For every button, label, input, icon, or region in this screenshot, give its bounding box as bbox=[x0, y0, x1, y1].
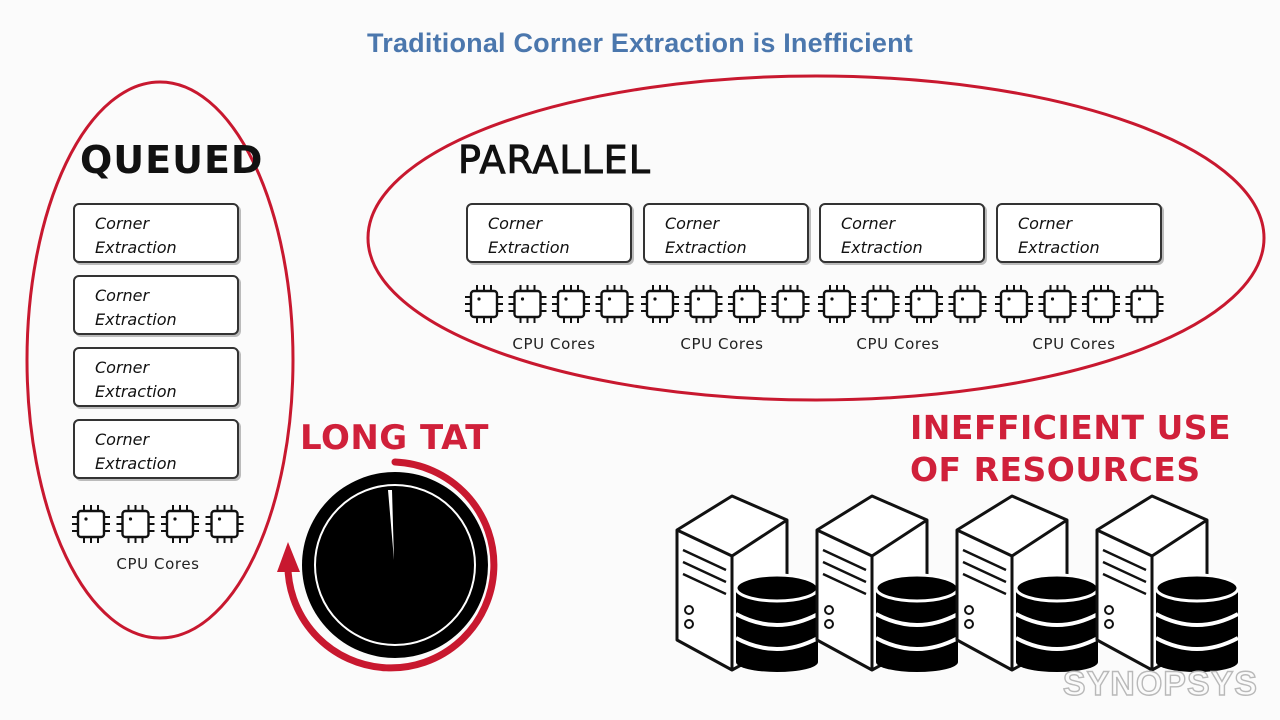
cpu-chip-icon bbox=[861, 285, 900, 323]
database-icon bbox=[874, 573, 960, 672]
cpu-cores-layer bbox=[72, 285, 1164, 543]
database-icon bbox=[1014, 573, 1100, 672]
cpu-chip-icon bbox=[465, 285, 503, 323]
cpu-chip-icon bbox=[205, 505, 244, 543]
task-label-line2: Extraction bbox=[841, 238, 923, 257]
queued-outline bbox=[25, 80, 295, 640]
cpu-chip-icon bbox=[552, 285, 590, 323]
queued-task-box: Corner Extraction bbox=[73, 419, 239, 479]
synopsys-logo: SYNOPSYS bbox=[1062, 664, 1258, 703]
cpu-chip-icon bbox=[818, 285, 856, 323]
task-label-line2: Extraction bbox=[665, 238, 747, 257]
parallel-task-box: Corner Extraction bbox=[819, 203, 985, 263]
task-label-line1: Corner bbox=[95, 358, 150, 377]
cpu-chip-icon bbox=[948, 285, 987, 323]
parallel-cores-label: CPU Cores bbox=[512, 335, 596, 353]
inefficient-label-line1: INEFFICIENT USE bbox=[910, 408, 1232, 447]
parallel-task-box: Corner Extraction bbox=[643, 203, 809, 263]
cpu-chip-icon bbox=[508, 285, 547, 323]
cpu-chip-icon bbox=[595, 285, 634, 323]
parallel-task-box: Corner Extraction bbox=[996, 203, 1162, 263]
queued-task-box: Corner Extraction bbox=[73, 347, 239, 407]
cpu-chip-icon bbox=[1125, 285, 1164, 323]
cpu-chip-icon bbox=[684, 285, 723, 323]
parallel-cores-label: CPU Cores bbox=[1032, 335, 1116, 353]
cpu-chip-icon bbox=[728, 285, 766, 323]
task-label-line1: Corner bbox=[488, 214, 543, 233]
task-label-line2: Extraction bbox=[95, 454, 177, 473]
parallel-heading: PARALLEL bbox=[458, 138, 651, 183]
task-label-line1: Corner bbox=[841, 214, 896, 233]
queued-heading: QUEUED bbox=[80, 138, 264, 182]
database-icon bbox=[734, 573, 820, 672]
parallel-cores-label: CPU Cores bbox=[856, 335, 940, 353]
parallel-outline bbox=[366, 74, 1266, 402]
cpu-chip-icon bbox=[1082, 285, 1120, 323]
cpu-chip-icon bbox=[995, 285, 1033, 323]
inefficient-label-line2: OF RESOURCES bbox=[910, 450, 1201, 489]
task-label-line2: Extraction bbox=[1018, 238, 1100, 257]
task-label-line2: Extraction bbox=[95, 238, 177, 257]
servers-layer bbox=[675, 494, 1240, 672]
database-icon bbox=[1154, 573, 1240, 672]
task-label-line1: Corner bbox=[95, 286, 150, 305]
task-label-line1: Corner bbox=[95, 430, 150, 449]
queued-cores-label: CPU Cores bbox=[116, 555, 200, 573]
task-label-line2: Extraction bbox=[488, 238, 570, 257]
task-label-line1: Corner bbox=[1018, 214, 1073, 233]
task-label-line1: Corner bbox=[95, 214, 150, 233]
cpu-chip-icon bbox=[905, 285, 943, 323]
task-label-line1: Corner bbox=[665, 214, 720, 233]
cpu-chip-icon bbox=[161, 505, 199, 543]
stopwatch-icon bbox=[277, 458, 498, 672]
parallel-task-box: Corner Extraction bbox=[466, 203, 632, 263]
cpu-chip-icon bbox=[72, 505, 110, 543]
long-tat-label: LONG TAT bbox=[300, 418, 489, 458]
page-title: Traditional Corner Extraction is Ineffic… bbox=[367, 28, 913, 58]
cpu-chip-icon bbox=[771, 285, 810, 323]
task-label-line2: Extraction bbox=[95, 310, 177, 329]
queued-task-box: Corner Extraction bbox=[73, 203, 239, 263]
cpu-chip-icon bbox=[1038, 285, 1077, 323]
queued-task-box: Corner Extraction bbox=[73, 275, 239, 335]
task-label-line2: Extraction bbox=[95, 382, 177, 401]
parallel-cores-label: CPU Cores bbox=[680, 335, 764, 353]
cpu-chip-icon bbox=[641, 285, 679, 323]
cpu-chip-icon bbox=[116, 505, 155, 543]
